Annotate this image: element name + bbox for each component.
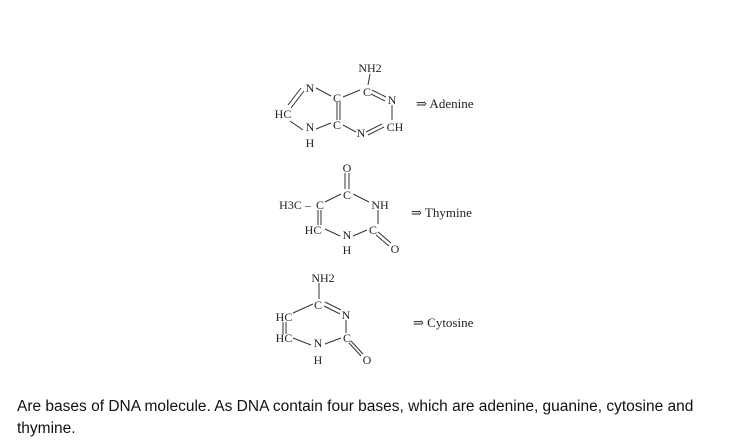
atom: N (388, 93, 397, 107)
caption-text: Are bases of DNA molecule. As DNA contai… (17, 398, 694, 437)
atom: NH (371, 198, 389, 212)
atom: N (342, 308, 351, 322)
atom: C (363, 85, 371, 99)
atom: N (306, 81, 315, 95)
atom: C (343, 331, 351, 345)
atom: HC (276, 310, 293, 324)
atom: C (369, 223, 377, 237)
cytosine-label: ⇒ Cytosine (413, 315, 474, 330)
atom: O (363, 353, 372, 367)
atom: C (333, 91, 341, 105)
atom: H (314, 353, 323, 367)
atom: HC (305, 223, 322, 237)
atom: H (343, 243, 352, 257)
atom: O (391, 242, 400, 256)
thymine-label: ⇒ Thymine (411, 205, 472, 220)
atom: N (343, 228, 352, 242)
atom: NH2 (358, 61, 381, 75)
thymine-structure: O C H3C – C NH HC N C O H ⇒ Thymine (279, 161, 472, 257)
atom: HC (276, 331, 293, 345)
atom: C (343, 188, 351, 202)
atom: N (357, 126, 366, 140)
atom: N (314, 336, 323, 350)
atom: O (343, 161, 352, 175)
atom: HC (275, 107, 292, 121)
adenine-structure: NH2 C N C N HC N C N CH H ⇒ Adenine (275, 61, 474, 150)
atom: NH2 (311, 271, 334, 285)
atom: N (306, 120, 315, 134)
cytosine-structure: NH2 C HC N HC N C O H ⇒ Cytosine (276, 271, 474, 367)
adenine-label: ⇒ Adenine (416, 96, 474, 111)
atom: CH (387, 120, 404, 134)
atom: C (333, 118, 341, 132)
atom: C (314, 298, 322, 312)
atom: C (316, 198, 324, 212)
atom: H (306, 136, 315, 150)
atom: H3C – (279, 198, 312, 212)
